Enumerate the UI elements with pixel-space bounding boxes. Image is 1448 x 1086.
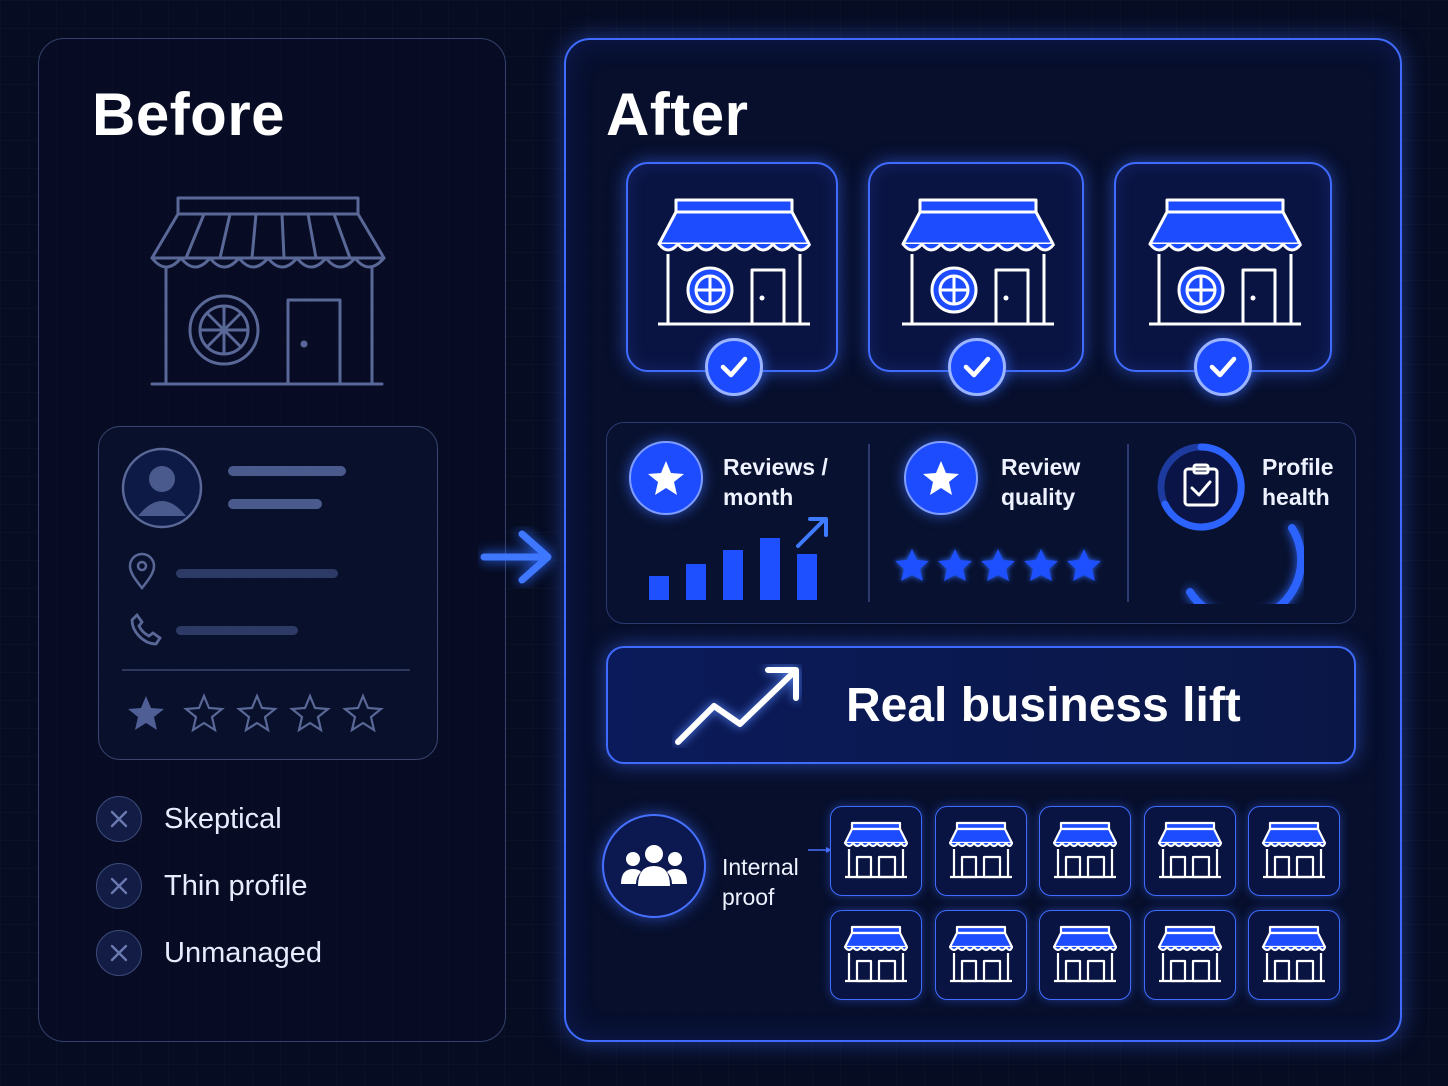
proof-location-tile bbox=[1143, 806, 1236, 896]
metrics-divider bbox=[868, 444, 870, 602]
rating-stars bbox=[128, 693, 384, 733]
star-icon bbox=[904, 441, 978, 515]
issue-row-skeptical: Skeptical bbox=[96, 794, 282, 844]
profile-health-label: Profile health bbox=[1262, 454, 1334, 510]
proof-location-tile bbox=[1248, 806, 1340, 896]
close-icon bbox=[96, 930, 142, 976]
proof-location-tile bbox=[1039, 910, 1131, 1000]
storefront-icon bbox=[657, 198, 812, 326]
storefront-icon bbox=[948, 925, 1013, 983]
storefront-icon bbox=[948, 821, 1013, 879]
proof-location-tile bbox=[1039, 806, 1131, 896]
real-business-lift-banner: Real business lift bbox=[606, 646, 1356, 764]
proof-location-tile bbox=[934, 806, 1027, 896]
issue-label: Unmanaged bbox=[164, 936, 322, 969]
internal-proof-label: Internal proof bbox=[722, 854, 799, 910]
storefront-icon bbox=[1261, 925, 1327, 983]
proof-location-tile bbox=[934, 910, 1027, 1000]
storefront-icon bbox=[843, 925, 909, 983]
lift-label: Real business lift bbox=[846, 679, 1241, 732]
location-pin-icon bbox=[128, 552, 156, 591]
close-icon bbox=[96, 796, 142, 842]
quality-stars bbox=[895, 549, 1101, 581]
close-icon bbox=[96, 863, 142, 909]
bar-chart-icon bbox=[649, 517, 828, 600]
issue-row-thin-profile: Thin profile bbox=[96, 861, 307, 911]
storefront-icon bbox=[1052, 925, 1118, 983]
trend-up-icon bbox=[675, 667, 799, 745]
issue-label: Skeptical bbox=[164, 802, 282, 835]
check-icon bbox=[705, 338, 763, 396]
reviews-per-month-label: Reviews / month bbox=[723, 454, 828, 510]
issue-label: Thin profile bbox=[164, 869, 308, 902]
verified-location-card-3 bbox=[1114, 162, 1332, 372]
storefront-icon bbox=[1261, 821, 1327, 879]
storefront-icon bbox=[1148, 198, 1303, 326]
people-group-icon bbox=[602, 814, 706, 918]
verified-location-card-2 bbox=[868, 162, 1084, 372]
check-icon bbox=[1194, 338, 1252, 396]
metrics-divider bbox=[1127, 444, 1129, 602]
proof-location-tile bbox=[830, 806, 922, 896]
review-quality-label: Review quality bbox=[1001, 454, 1081, 510]
phone-icon bbox=[130, 612, 162, 646]
profile-card-content bbox=[121, 447, 410, 733]
issue-row-unmanaged: Unmanaged bbox=[96, 928, 322, 978]
verified-location-card-1 bbox=[626, 162, 838, 372]
storefront-icon bbox=[1157, 925, 1222, 983]
proof-location-tile bbox=[830, 910, 922, 1000]
storefront-icon bbox=[1052, 821, 1118, 879]
connector-line bbox=[808, 847, 832, 853]
clipboard-check-icon bbox=[1157, 443, 1245, 531]
arrow-right-icon bbox=[480, 530, 552, 584]
storefront-icon bbox=[1157, 821, 1222, 879]
after-title: After bbox=[606, 81, 749, 148]
storefront-icon bbox=[843, 821, 909, 879]
storefront-icon bbox=[150, 196, 386, 386]
user-avatar-icon bbox=[121, 447, 203, 529]
proof-location-tile bbox=[1248, 910, 1340, 1000]
before-title: Before bbox=[92, 81, 286, 148]
health-progress-arc bbox=[1186, 524, 1304, 604]
proof-location-tile bbox=[1143, 910, 1236, 1000]
check-icon bbox=[948, 338, 1006, 396]
storefront-icon bbox=[901, 198, 1056, 326]
star-icon bbox=[629, 441, 703, 515]
